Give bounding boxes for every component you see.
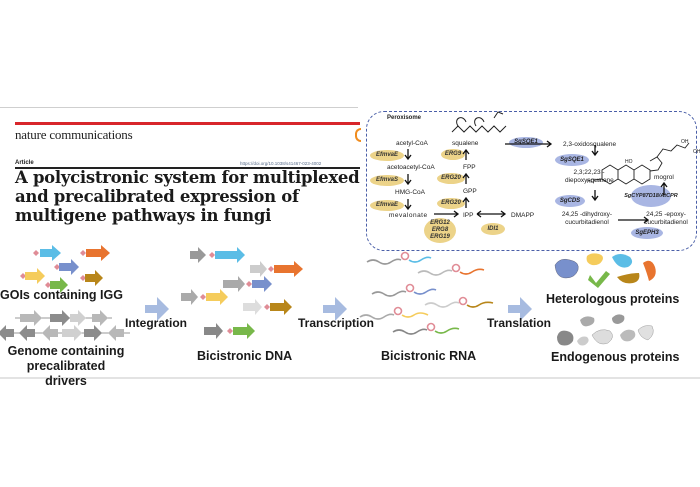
transcription-label: Transcription <box>298 316 375 330</box>
gois-label: GOIs containing IGG <box>0 288 123 302</box>
svg-text:OH: OH <box>693 149 700 155</box>
arrow-down-4 <box>591 145 599 157</box>
doi-link[interactable]: https://doi.org/10.1038/s41467-023-4002 <box>240 161 322 166</box>
endogenous-proteins <box>557 314 654 346</box>
svg-text:OH: OH <box>681 139 689 145</box>
enzyme-erg12-erg8-erg19: ERG12 ERG8 ERG19 <box>424 218 456 243</box>
translation-arrow <box>508 297 532 321</box>
metabolite-fpp: FPP <box>463 164 476 171</box>
enzyme-efmvae-1: EfmvaE <box>370 150 404 161</box>
heterologous-proteins <box>554 253 656 288</box>
arrow-down-3 <box>404 199 412 211</box>
metabolite-ipp: IPP <box>463 212 474 219</box>
metabolite-diepoxysqualene: 2,3;22,23 -diepoxysqualene <box>565 169 614 184</box>
enzyme-sgcyp87d18-atcpr: SgCYP87D18/AtCPR <box>624 185 678 207</box>
metabolite-hmg-coa: HMG-CoA <box>395 189 425 196</box>
arrow-up-1 <box>462 196 470 208</box>
journal-name: nature communications <box>15 127 133 142</box>
metabolite-epoxy-cucurbitadienol: 24,25 -epoxy-cucurbitadienol <box>644 211 688 226</box>
bicistronic-rna-label: Bicistronic RNA <box>381 349 477 363</box>
bottom-divider <box>0 377 700 379</box>
metabolite-gpp: GPP <box>463 188 477 195</box>
squalene-structure <box>451 125 507 133</box>
genome-driver-set <box>0 310 130 341</box>
endogenous-proteins-label: Endogenous proteins <box>551 350 680 364</box>
arrow-up-mogrol <box>660 181 668 195</box>
article-type: Article <box>15 160 34 166</box>
peroxisome-pathway-box: Peroxisome acetyl-CoA acetoacetyl-CoA HM… <box>366 111 697 251</box>
metabolite-oxidosqualene: 2,3-oxidosqualene <box>563 141 617 148</box>
enzyme-idi1: IDI1 <box>481 223 505 235</box>
enzyme-efmvas: EfmvaS <box>370 175 404 186</box>
translation-label: Translation <box>487 316 552 330</box>
paper-title: A polycistronic system for multiplexed a… <box>15 168 360 225</box>
header-rule <box>15 167 360 169</box>
enzyme-erg20-2: ERG20 <box>437 173 465 184</box>
arrow-mev-ipp <box>434 210 460 218</box>
goi-gene-set <box>20 245 110 293</box>
genome-label: Genome containing precalibrated drivers <box>7 344 125 388</box>
enzyme-sgsqe1-1: SgSQE1 <box>509 137 543 148</box>
metabolite-acetyl-coa: acetyl-CoA <box>396 140 428 147</box>
metabolite-squalene: squalene <box>452 140 479 147</box>
arrow-down-5 <box>591 190 599 202</box>
enzyme-efmvae-2: EfmvaE <box>370 200 404 211</box>
arrow-ipp-dmapp <box>476 210 507 218</box>
arrow-up-2 <box>462 172 470 184</box>
integration-arrow <box>145 297 169 321</box>
metabolite-mevalonate: mevalonate <box>389 212 428 219</box>
metabolite-mogrol: mogrol <box>654 174 674 181</box>
metabolite-acetoacetyl-coa: acetoacetyl-CoA <box>387 164 435 171</box>
mogrol-structure <box>593 142 690 185</box>
metabolite-dihydroxy-cucurbitadienol: 24,25 -dihydroxy-cucurbitadienol <box>561 211 613 226</box>
arrow-down-1 <box>404 149 412 161</box>
arrow-down-2 <box>404 174 412 186</box>
enzyme-erg20-1: ERG20 <box>437 198 465 209</box>
enzyme-sgsqe1-2: SgSQE1 <box>555 154 589 166</box>
enzyme-erg9: ERG9 <box>441 149 465 160</box>
bicistronic-dna-label: Bicistronic DNA <box>197 349 293 363</box>
svg-text:HO: HO <box>587 179 595 185</box>
compartment-label: Peroxisome <box>387 115 422 121</box>
bicistronic-dna-set <box>181 247 303 339</box>
enzyme-sgcds: SgCDS <box>555 195 585 207</box>
arrow-squalene-oxido <box>505 140 553 148</box>
svg-text:HO: HO <box>625 159 633 165</box>
arrow-up-3 <box>462 148 470 160</box>
top-divider <box>0 107 358 108</box>
metabolite-dmapp: DMAPP <box>511 212 535 219</box>
bicistronic-rna-set <box>359 251 494 335</box>
transcription-arrow <box>323 297 347 321</box>
integration-label: Integration <box>125 316 187 330</box>
journal-red-bar <box>15 122 360 125</box>
arrow-dihydroxy-epoxy <box>618 216 650 224</box>
open-access-icon <box>355 128 361 142</box>
enzyme-sgeph3: SgEPH3 <box>631 227 663 239</box>
heterologous-proteins-label: Heterologous proteins <box>546 292 680 306</box>
